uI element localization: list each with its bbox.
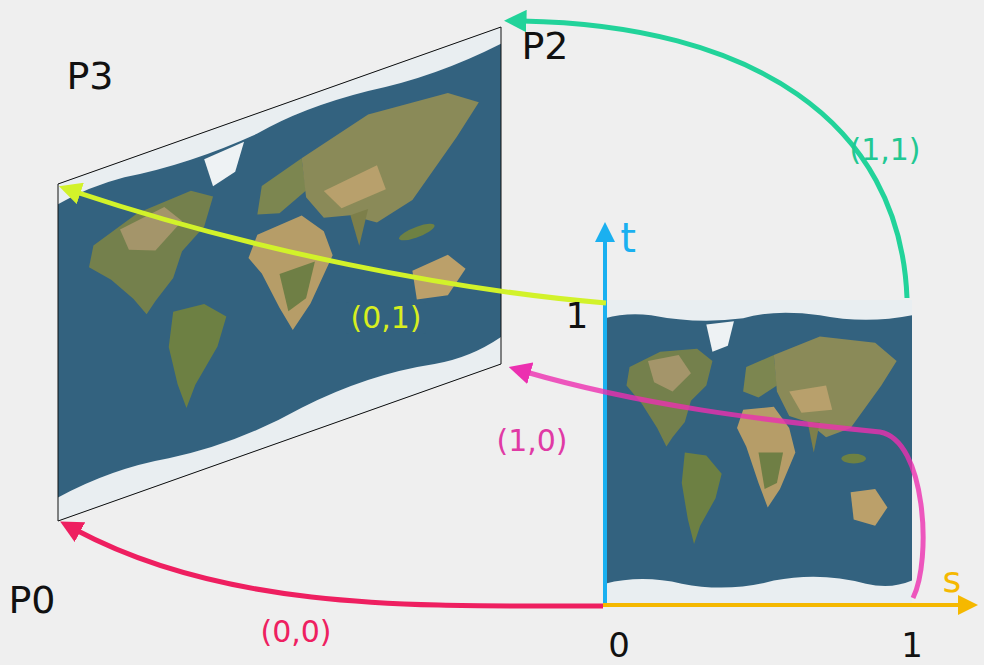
mapping-arrow [76, 192, 606, 303]
coordinate-label: (1,1) [849, 135, 920, 165]
coordinate-label: (0,1) [346, 302, 425, 334]
warped-map [58, 27, 501, 521]
tick-label: 0 [608, 628, 630, 662]
mapping-arrow [76, 530, 603, 606]
source-map [605, 300, 912, 605]
mapping-arrow [522, 21, 907, 298]
corner-label: P3 [66, 57, 113, 95]
corner-label: P0 [8, 581, 55, 619]
corner-label: P2 [521, 27, 568, 65]
coordinate-label: (1,0) [496, 426, 567, 456]
axis-label: s [943, 562, 962, 598]
coordinate-label: (0,0) [260, 617, 331, 647]
t-axis [603, 238, 607, 607]
axis-label: t [620, 218, 636, 258]
mapping-arrow [526, 372, 923, 598]
tick-label: 1 [901, 628, 923, 662]
map-outline [58, 27, 501, 521]
tick-label: 1 [566, 298, 589, 334]
s-axis [603, 603, 962, 607]
